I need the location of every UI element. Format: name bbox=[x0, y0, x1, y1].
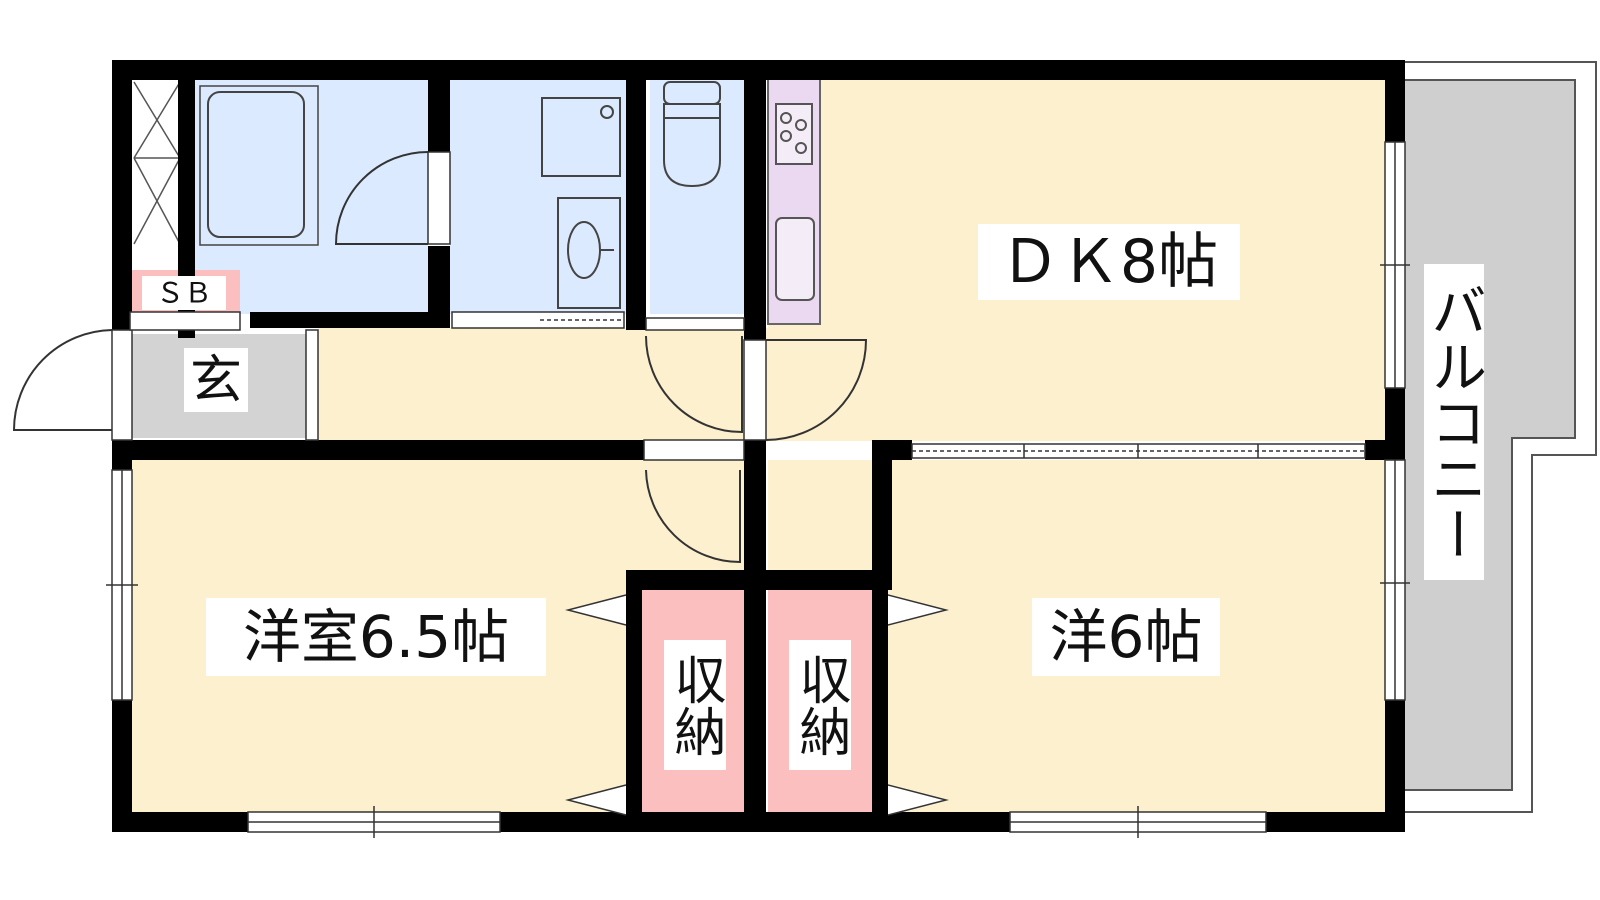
dk-label-bg bbox=[978, 224, 1240, 300]
storage-b-label-group: 収納 bbox=[789, 640, 851, 770]
western-room-a-door[interactable] bbox=[643, 439, 745, 564]
western-room-a-label-bg bbox=[206, 598, 546, 676]
sink-icon bbox=[775, 217, 815, 301]
kitchen-counter bbox=[767, 77, 821, 325]
washbasin-icon bbox=[541, 97, 621, 309]
dk-label: ＤＫ8帖 bbox=[1000, 227, 1218, 297]
western-room-b-label: 洋6帖 bbox=[1050, 603, 1203, 671]
storage-a-doors[interactable] bbox=[565, 594, 627, 816]
storage-b-doors[interactable] bbox=[887, 594, 949, 816]
dk-door[interactable] bbox=[743, 339, 868, 441]
entrance-door[interactable] bbox=[12, 311, 319, 441]
storage-a-label-group: 収納 bbox=[664, 640, 726, 770]
toilet-icon bbox=[663, 81, 721, 188]
toilet-door[interactable] bbox=[645, 317, 745, 434]
storage-b-label: 収納 bbox=[790, 653, 850, 757]
entrance-label: 玄 bbox=[190, 351, 242, 411]
bathroom-door[interactable] bbox=[334, 151, 429, 245]
bathtub-icon bbox=[207, 91, 305, 238]
closet-x-mark bbox=[133, 81, 181, 245]
washroom bbox=[450, 78, 630, 314]
western-room-b-label-bg bbox=[1032, 598, 1220, 676]
storage-a-label: 収納 bbox=[665, 653, 725, 757]
shoe-box-label: ＳＢ bbox=[156, 277, 212, 310]
windows bbox=[106, 141, 1410, 838]
washroom-sliding-door[interactable] bbox=[451, 311, 625, 329]
western-room-a-label: 洋室6.5帖 bbox=[243, 603, 509, 671]
shoe-box-label-bg bbox=[142, 276, 226, 310]
entrance-label-bg bbox=[184, 348, 248, 412]
hallway bbox=[318, 328, 768, 442]
balcony-label: バルコニー bbox=[1422, 282, 1487, 562]
sliding-door-partition bbox=[911, 443, 1366, 459]
balcony-label-bg bbox=[1424, 264, 1484, 580]
